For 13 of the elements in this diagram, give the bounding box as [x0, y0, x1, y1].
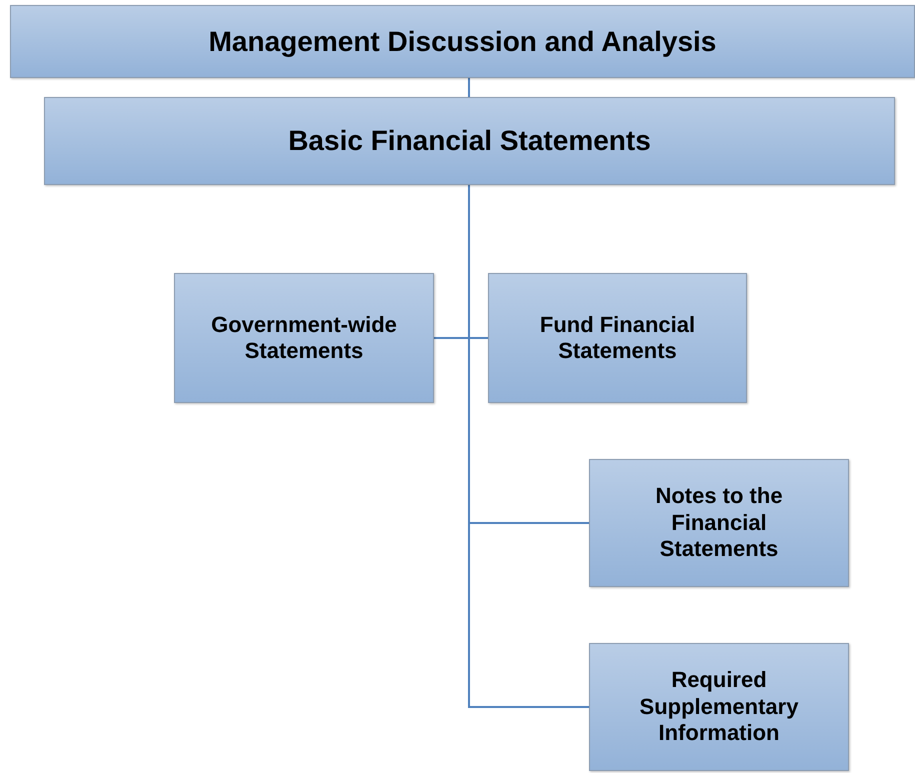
statement-box: [488, 273, 747, 403]
box-title: Notes to the Financial Statements: [654, 483, 784, 563]
box-title: Basic Financial Statements: [288, 124, 651, 158]
statement-box: [589, 459, 849, 587]
box-title: Management Discussion and Analysis: [208, 24, 716, 58]
statement-box: [589, 643, 849, 771]
box-title: Government-wide Statements: [210, 312, 398, 364]
box-title: Fund Financial Statements: [538, 312, 696, 364]
statement-box: [44, 97, 895, 185]
box-title: Required Supplementary Information: [638, 667, 800, 747]
statement-box: [174, 273, 434, 403]
connector-line: [468, 78, 470, 97]
statement-box: [10, 5, 915, 78]
